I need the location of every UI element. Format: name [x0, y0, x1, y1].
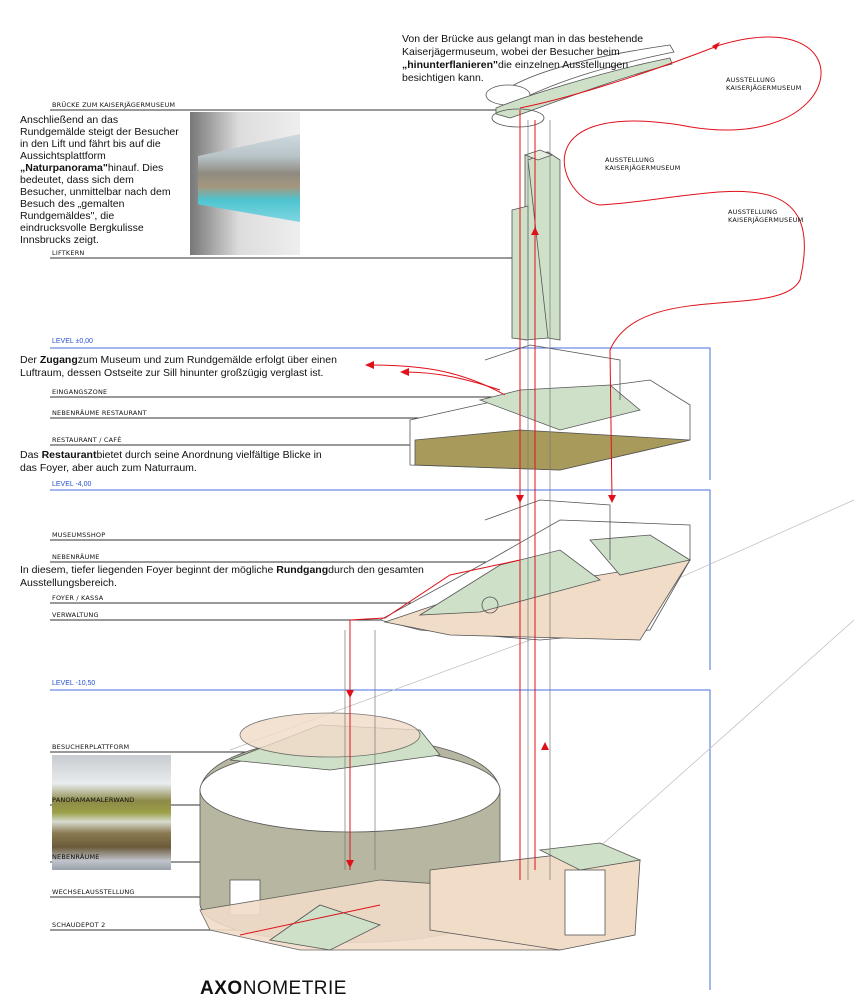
label-panoramamalerwand: Panoramamalerwand	[52, 796, 135, 804]
text-line: bietet durch seine Anordnung vielfältige…	[96, 449, 322, 461]
lift-description: Anschließend an das Rundgemälde steigt d…	[20, 114, 179, 246]
text-line: in den Lift und fährt bis auf die	[20, 138, 161, 150]
text-line: zum Museum und zum Rundgemälde erfolgt ü…	[77, 354, 337, 366]
label-foyer-kassa: Foyer / Kassa	[52, 594, 104, 602]
label-line: Kaiserjägermuseum	[726, 84, 802, 92]
text-line: die einzelnen Ausstellungen	[498, 59, 629, 71]
title-bold: AXO	[200, 978, 243, 999]
level-minus-4: LEVEL -4,00	[52, 481, 92, 488]
label-museumsshop: Museumsshop	[52, 531, 106, 539]
foyer-description: In diesem, tiefer liegenden Foyer beginn…	[20, 564, 424, 590]
text-line: In diesem, tiefer liegenden Foyer beginn…	[20, 564, 277, 576]
label-nebenraeume-lower: Nebenräume	[52, 853, 100, 861]
text-bold: Rundgang	[276, 564, 329, 576]
text-line: Anschließend an das	[20, 114, 119, 126]
text-line: Besucher, unmittelbar nach dem	[20, 186, 171, 198]
level-minus-10-50: LEVEL -10,50	[52, 680, 96, 687]
label-bruecke: Brücke zum Kaiserjägermuseum	[52, 101, 176, 109]
text-line: Ausstellungsbereich.	[20, 577, 117, 589]
label-restaurant-cafe: Restaurant / Café	[52, 436, 122, 444]
label-schaudepot: Schaudepot 2	[52, 921, 106, 929]
text-bold: Zugang	[39, 354, 78, 366]
label-ausstellung-3: AusstellungKaiserjägermuseum	[728, 208, 803, 224]
text-line: Von der Brücke aus gelangt man in das be…	[402, 33, 644, 45]
text-line: Luftraum, dessen Ostseite zur Sill hinun…	[20, 367, 324, 379]
text-line: bedeutet, dass sich dem	[20, 174, 134, 186]
label-verwaltung: Verwaltung	[52, 611, 99, 619]
naturpanorama-photo	[190, 112, 300, 255]
text-line: hinauf. Dies	[107, 162, 164, 174]
label-line: Ausstellung	[726, 76, 776, 84]
text-line: durch den gesamten	[328, 564, 424, 576]
label-liftkern: Liftkern	[52, 249, 85, 257]
title-rest: NOMETRIE	[242, 978, 347, 999]
label-line: Ausstellung	[605, 156, 655, 164]
route-arrows	[346, 42, 720, 868]
text-line: eindrucksvolle Bergkulisse	[20, 222, 144, 234]
restaurant-description: Das Restaurantbietet durch seine Anordnu…	[20, 449, 322, 475]
label-ausstellung-2: AusstellungKaiserjägermuseum	[605, 156, 680, 172]
lift-core	[511, 149, 561, 341]
text-line: Aussichtsplattform	[20, 150, 106, 162]
shaft-lines	[344, 120, 551, 880]
level-0: LEVEL ±0,00	[52, 338, 93, 345]
text-line: Das	[20, 449, 42, 461]
label-nebenraeume-restaurant: Nebenräume Restaurant	[52, 409, 147, 417]
drawing-title: AXONOMETRIE	[200, 978, 347, 1000]
label-wechselausstellung: Wechselausstellung	[52, 888, 135, 896]
label-nebenraeume: Nebenräume	[52, 553, 100, 561]
label-line: Kaiserjägermuseum	[605, 164, 681, 172]
label-line: Kaiserjägermuseum	[728, 216, 804, 224]
label-ausstellung-1: AusstellungKaiserjägermuseum	[726, 76, 801, 92]
text-line: besichtigen kann.	[402, 72, 484, 84]
text-bold: „Naturpanorama"	[20, 162, 108, 174]
text-line: das Foyer, aber auch zum Naturraum.	[20, 462, 197, 474]
text-bold: „hinunterflanieren"	[402, 59, 498, 71]
label-besucherplattform: Besucherplattform	[52, 743, 130, 751]
text-bold: Restaurant	[41, 449, 97, 461]
level-lines	[50, 347, 711, 990]
panorama-painting-photo	[52, 755, 171, 870]
access-description: Der Zugangzum Museum und zum Rundgemälde…	[20, 354, 337, 380]
text-line: Der	[20, 354, 40, 366]
label-eingangszone: Eingangszone	[52, 388, 108, 396]
text-line: Kaiserjägermuseum, wobei der Besucher be…	[402, 46, 620, 58]
bridge	[485, 44, 675, 128]
text-line: Rundgemäldes", die	[20, 210, 115, 222]
lower-right-block	[429, 842, 642, 951]
label-line: Ausstellung	[728, 208, 778, 216]
text-line: Innsbrucks zeigt.	[20, 234, 99, 246]
text-line: Besuch des „gemalten	[20, 198, 125, 210]
bridge-description: Von der Brücke aus gelangt man in das be…	[402, 33, 643, 85]
text-line: Rundgemälde steigt der Besucher	[20, 126, 179, 138]
